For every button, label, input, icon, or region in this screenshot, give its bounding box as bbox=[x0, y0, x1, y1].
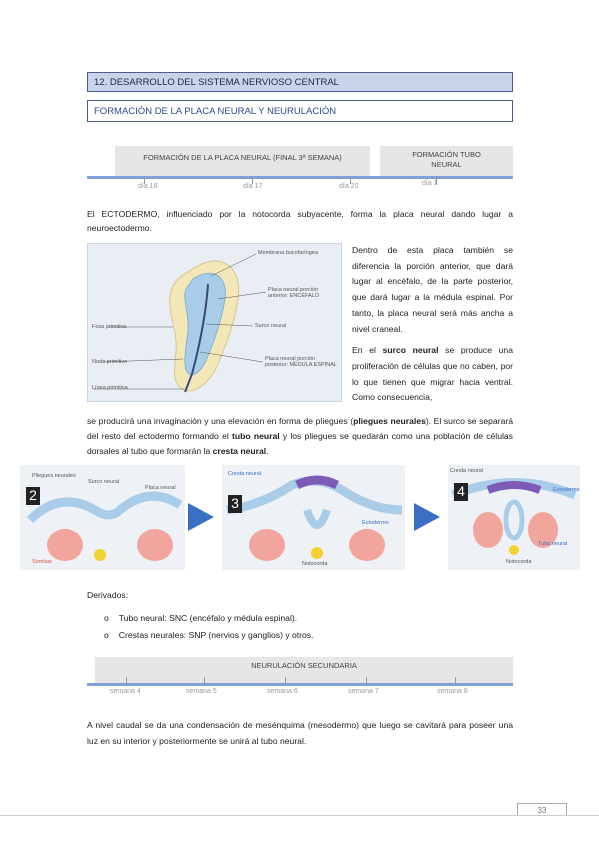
timeline-label: semana 6 bbox=[267, 688, 298, 695]
paragraph-text: A nivel caudal se da una condensación de… bbox=[87, 720, 513, 746]
fig2-label: Tubo neural bbox=[538, 541, 568, 547]
fig1-label: Membrana bucofaríngea bbox=[258, 250, 318, 256]
timeline-box-label: FORMACIÓN TUBO NEURAL bbox=[412, 150, 481, 169]
fig1-label: Placa neural porción posterior: MÉDULA E… bbox=[265, 356, 337, 368]
timeline-label: semana 8 bbox=[437, 688, 468, 695]
neurulation-panel-2: 2 Pliegues neurales Surco neural Placa n… bbox=[20, 465, 185, 570]
timeline-label: semana 5 bbox=[186, 688, 217, 695]
paragraph-text: Dentro de esta placa también se diferenc… bbox=[352, 245, 513, 334]
timeline-tick bbox=[126, 677, 127, 685]
fig2-label: Surco neural bbox=[88, 479, 120, 485]
timeline-tick bbox=[285, 677, 286, 685]
arrow-icon bbox=[188, 503, 214, 531]
neurulation-panel-4: 4 Cresta neural Ectodermo Tubo neural No… bbox=[448, 465, 580, 570]
timeline-label: día 16 bbox=[138, 183, 158, 190]
panel-number: 3 bbox=[228, 495, 242, 513]
paragraph-caudal: A nivel caudal se da una condensación de… bbox=[87, 717, 513, 749]
section-header: 12. DESARROLLO DEL SISTEMA NERVIOSO CENT… bbox=[87, 72, 513, 92]
fig1-label: Línea primitiva bbox=[92, 385, 128, 391]
fig1-label: Fosa primitiva bbox=[92, 324, 127, 330]
panel-number: 4 bbox=[454, 483, 468, 501]
fig2-label: Cresta neural bbox=[450, 468, 484, 474]
timeline-box-placa: FORMACIÓN DE LA PLACA NEURAL (FINAL 3ª S… bbox=[115, 146, 370, 176]
timeline-tick bbox=[366, 677, 367, 685]
fig2-label: Notocorda bbox=[302, 561, 328, 567]
arrow-icon bbox=[414, 503, 440, 531]
timeline-label: semana 4 bbox=[110, 688, 141, 695]
panel-number: 2 bbox=[26, 487, 40, 505]
timeline-label: semana 7 bbox=[348, 688, 379, 695]
timeline-label: día 20 bbox=[339, 183, 359, 190]
derivados-title: Derivados: bbox=[87, 590, 129, 600]
timeline-label: día 1 bbox=[422, 180, 438, 187]
timeline-tick bbox=[455, 677, 456, 685]
paragraph-text: El ECTODERMO, influenciado por la notoco… bbox=[87, 209, 513, 233]
page-number: 33 bbox=[517, 803, 567, 816]
fig2-label: Ectodermo bbox=[553, 487, 580, 493]
fig2-label: Pliegues neurales bbox=[32, 473, 76, 479]
neural-plate-figure: Membrana bucofaríngea Placa neural porci… bbox=[87, 243, 342, 402]
timeline-tick bbox=[144, 176, 145, 184]
fig1-label: Placa neural porción anterior: ENCÉFALO bbox=[268, 287, 320, 299]
fig2-label: Somitas bbox=[32, 559, 52, 565]
subsection-header: FORMACIÓN DE LA PLACA NEURAL Y NEURULACI… bbox=[87, 100, 513, 122]
footer-divider bbox=[0, 815, 599, 816]
fig2-label: Notocorda bbox=[506, 559, 532, 565]
timeline-label: día 17 bbox=[243, 183, 263, 190]
timeline-box-tubo: FORMACIÓN TUBO NEURAL bbox=[380, 146, 513, 176]
timeline-line bbox=[87, 683, 513, 686]
paragraph-pliegues: se producirá una invaginación y una elev… bbox=[87, 414, 513, 459]
timeline-box-secundaria: NEURULACIÓN SECUNDARIA bbox=[95, 657, 513, 683]
fig1-label: Nodo primitivo bbox=[92, 359, 128, 365]
timeline-box-label: FORMACIÓN DE LA PLACA NEURAL (FINAL 3ª S… bbox=[143, 153, 342, 162]
timeline-tick bbox=[350, 176, 351, 184]
fig2-label: Cresta neural bbox=[228, 471, 262, 477]
paragraph-text: En el surco neural se produce una prolif… bbox=[352, 345, 513, 403]
fig2-label: Placa neural bbox=[145, 485, 176, 491]
timeline-tick bbox=[204, 677, 205, 685]
neural-plate-illustration bbox=[93, 253, 267, 393]
timeline-tick bbox=[436, 176, 437, 184]
right-text-block: Dentro de esta placa también se diferenc… bbox=[352, 243, 513, 406]
neurulation-panel-3: 3 Cresta neural Ectodermo Notocorda bbox=[222, 465, 405, 570]
paragraph-text: se producirá una invaginación y una elev… bbox=[87, 416, 513, 456]
paragraph-intro: El ECTODERMO, influenciado por la notoco… bbox=[87, 208, 513, 235]
timeline-box-label: NEURULACIÓN SECUNDARIA bbox=[251, 661, 357, 670]
timeline-tick bbox=[252, 176, 253, 184]
timeline-line bbox=[87, 176, 513, 179]
fig1-label: Surco neural bbox=[255, 323, 287, 329]
fig2-label: Ectodermo bbox=[362, 520, 389, 526]
